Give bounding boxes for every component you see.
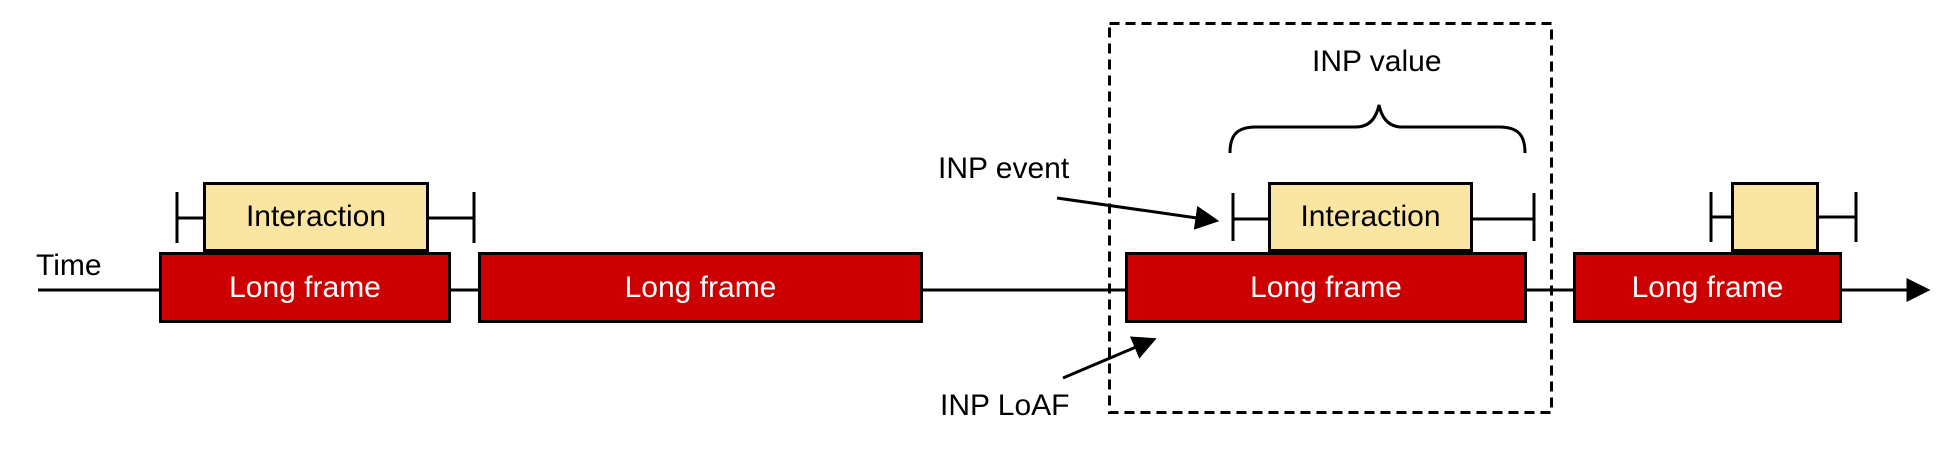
long-frame-label: Long frame: [624, 270, 777, 304]
long-frame-box-4: Long frame: [1573, 252, 1842, 323]
interaction-label: Interaction: [245, 200, 387, 233]
long-frame-label: Long frame: [229, 270, 381, 304]
inp-event-arrow: [1056, 196, 1220, 230]
inp-loaf-label: INP LoAF: [940, 389, 1070, 422]
interaction-label: Interaction: [1300, 200, 1441, 233]
interaction-box-1: Interaction: [203, 182, 429, 252]
inp-event-label: INP event: [938, 152, 1070, 185]
inp-value-label: INP value: [1312, 45, 1442, 78]
long-frame-box-3: Long frame: [1125, 252, 1527, 323]
long-frame-box-1: Long frame: [159, 252, 451, 323]
long-frame-label: Long frame: [1631, 270, 1784, 304]
interaction-box-2: Interaction: [1268, 182, 1473, 252]
interaction-box-3: [1731, 182, 1819, 252]
long-frame-label: Long frame: [1250, 270, 1402, 304]
inp-value-brace: [1228, 104, 1527, 154]
inp-loaf-arrow: [1062, 336, 1157, 380]
long-frame-box-2: Long frame: [478, 252, 923, 323]
time-axis-label: Time: [36, 249, 102, 282]
